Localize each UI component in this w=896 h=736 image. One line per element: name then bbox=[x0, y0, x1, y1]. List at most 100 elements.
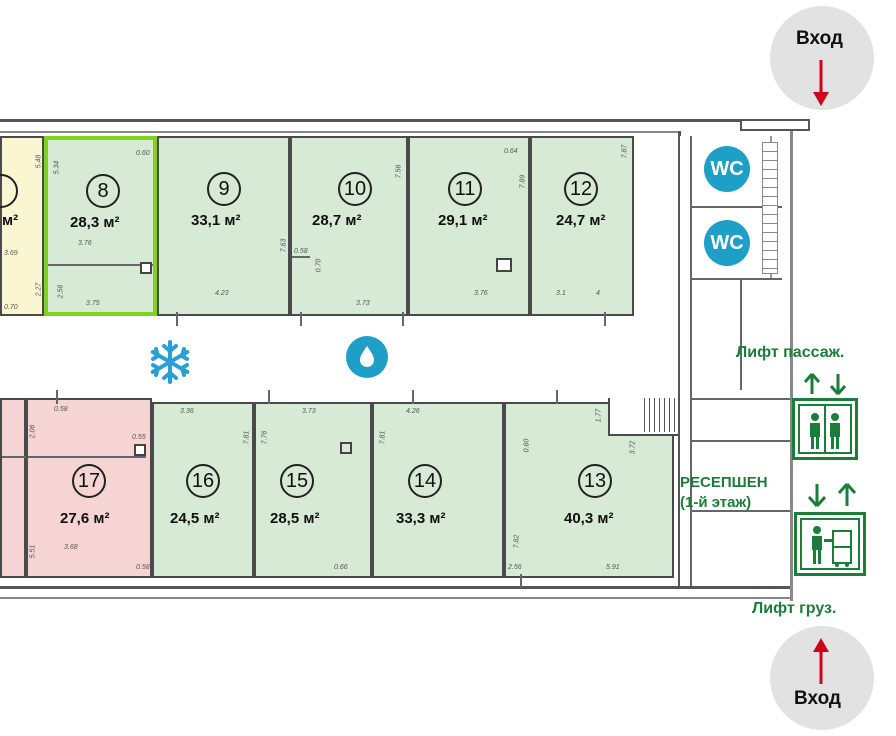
arrow-down-icon bbox=[807, 484, 827, 507]
column-square bbox=[140, 262, 152, 274]
room-8[interactable]: 8 28,3 м² 0.60 5.34 3.76 2.56 3.75 bbox=[44, 136, 157, 316]
outer-wall-bottom bbox=[0, 586, 790, 589]
room-number-badge: 9 bbox=[207, 172, 241, 206]
dimension-label: 0.60 bbox=[136, 150, 150, 157]
dimension-label: 7.87 bbox=[621, 144, 629, 159]
room-number-badge: 13 bbox=[578, 464, 612, 498]
room-area: 24,5 м² bbox=[170, 510, 220, 527]
wc-label: WC bbox=[710, 157, 744, 180]
room-7[interactable]: м² 5.48 3.69 2.27 0.70 bbox=[0, 136, 44, 316]
dimension-label: 0.70 bbox=[4, 304, 18, 311]
dimension-label: 3.69 bbox=[4, 250, 18, 257]
passenger-lift-label: Лифт пассаж. bbox=[736, 344, 845, 361]
reception-label: РЕСЕПШЕН bbox=[680, 474, 768, 491]
room-area: 28,5 м² bbox=[270, 510, 320, 527]
arrow-up-icon bbox=[803, 373, 821, 394]
dimension-label: 3.1 bbox=[556, 290, 566, 297]
dimension-label: 3.73 bbox=[302, 408, 316, 415]
dimension-label: 2.06 bbox=[29, 424, 37, 439]
dimension-label: 3.76 bbox=[474, 290, 488, 297]
entrance-wall-top bbox=[740, 119, 810, 131]
outer-wall-bottom-inner bbox=[0, 597, 790, 599]
column-square bbox=[134, 444, 146, 456]
tick-mark bbox=[412, 390, 414, 404]
outer-wall-top-inner bbox=[0, 131, 680, 133]
entrance-top-label: Вход bbox=[796, 28, 843, 49]
dimension-label: 5.51 bbox=[29, 544, 37, 559]
room-number-badge: 16 bbox=[186, 464, 220, 498]
dimension-label: 3.73 bbox=[356, 300, 370, 307]
snowflake-icon bbox=[150, 340, 190, 384]
dimension-label: 0.58 bbox=[294, 248, 308, 255]
dimension-label: 3.76 bbox=[78, 240, 92, 247]
cargo-lift-label: Лифт груз. bbox=[752, 600, 837, 617]
column-square bbox=[496, 258, 512, 272]
dimension-label: 4.23 bbox=[215, 290, 229, 297]
dimension-label: 3.36 bbox=[180, 408, 194, 415]
dimension-label: 4 bbox=[596, 290, 600, 297]
arrow-up-icon bbox=[813, 638, 829, 684]
dimension-label: 2.27 bbox=[35, 282, 43, 297]
dimension-label: 2.56 bbox=[57, 284, 65, 299]
east-wall bbox=[678, 131, 681, 587]
room-area: 24,7 м² bbox=[556, 212, 606, 229]
core-line bbox=[690, 136, 692, 586]
room-14[interactable]: 4.26 7.81 14 33,3 м² bbox=[372, 402, 504, 578]
room-17[interactable]: 0.58 0.55 2.06 17 27,6 м² 3.68 5.51 0.58 bbox=[26, 398, 152, 578]
room-number-badge: 8 bbox=[86, 174, 120, 208]
water-drop-icon bbox=[346, 336, 388, 378]
dimension-label: 0.64 bbox=[504, 148, 518, 155]
toilet-fixtures bbox=[762, 142, 778, 274]
dimension-label: 7.82 bbox=[513, 534, 521, 549]
room-number-badge: 12 bbox=[564, 172, 598, 206]
dimension-label: 4.26 bbox=[406, 408, 420, 415]
room-area: 28,7 м² bbox=[312, 212, 362, 229]
arrow-up-icon bbox=[837, 483, 857, 506]
partition-line bbox=[292, 256, 310, 258]
room-9[interactable]: 9 33,1 м² 7.63 4.23 bbox=[157, 136, 290, 316]
core-line bbox=[692, 510, 790, 512]
column-square bbox=[340, 442, 352, 454]
outer-wall-top bbox=[0, 119, 808, 122]
tick-mark bbox=[556, 390, 558, 404]
stairs bbox=[640, 398, 678, 432]
room-left-partial[interactable] bbox=[0, 398, 28, 578]
core-line bbox=[692, 440, 790, 442]
dimension-label: 5.48 bbox=[35, 154, 43, 169]
room-10[interactable]: 10 28,7 м² 7.56 0.58 0.70 3.73 bbox=[290, 136, 408, 316]
tick-mark bbox=[268, 390, 270, 404]
dimension-label: 0.66 bbox=[334, 564, 348, 571]
east-wall-2 bbox=[790, 131, 793, 601]
dimension-label: 2.56 bbox=[508, 564, 522, 571]
room-16[interactable]: 3.36 7.81 16 24,5 м² bbox=[152, 402, 254, 578]
room-12[interactable]: 12 24,7 м² 7.87 3.1 4 bbox=[530, 136, 634, 316]
core-line bbox=[740, 280, 742, 390]
dimension-label: 3.68 bbox=[64, 544, 78, 551]
room-area: 40,3 м² bbox=[564, 510, 614, 527]
room-15[interactable]: 3.73 7.76 15 28,5 м² 0.66 bbox=[254, 402, 372, 578]
room-number-badge: 14 bbox=[408, 464, 442, 498]
room-area: 33,1 м² bbox=[191, 212, 241, 229]
room-11[interactable]: 11 29,1 м² 0.64 7.89 3.76 bbox=[408, 136, 530, 316]
dimension-label: 0.60 bbox=[523, 438, 531, 453]
room-area: 33,3 м² bbox=[396, 510, 446, 527]
dimension-label: 7.76 bbox=[261, 430, 269, 445]
dimension-label: 7.56 bbox=[395, 164, 403, 179]
dimension-label: 0.58 bbox=[136, 564, 150, 571]
tick-mark bbox=[176, 312, 178, 326]
arrow-down-icon bbox=[813, 60, 829, 106]
tick-mark bbox=[402, 312, 404, 326]
dimension-label: 1.77 bbox=[595, 408, 603, 423]
core-line bbox=[692, 398, 790, 400]
partition-line bbox=[28, 456, 146, 458]
partition-line bbox=[2, 456, 28, 458]
room-area: 28,3 м² bbox=[70, 214, 120, 231]
dimension-label: 3.75 bbox=[86, 300, 100, 307]
room-area: 29,1 м² bbox=[438, 212, 488, 229]
room-number-badge bbox=[0, 174, 18, 208]
partition-line bbox=[48, 264, 153, 266]
passenger-lift-icon bbox=[792, 398, 858, 460]
dimension-label: 7.63 bbox=[280, 238, 288, 253]
dimension-label: 0.58 bbox=[54, 406, 68, 413]
tick-mark bbox=[300, 312, 302, 326]
